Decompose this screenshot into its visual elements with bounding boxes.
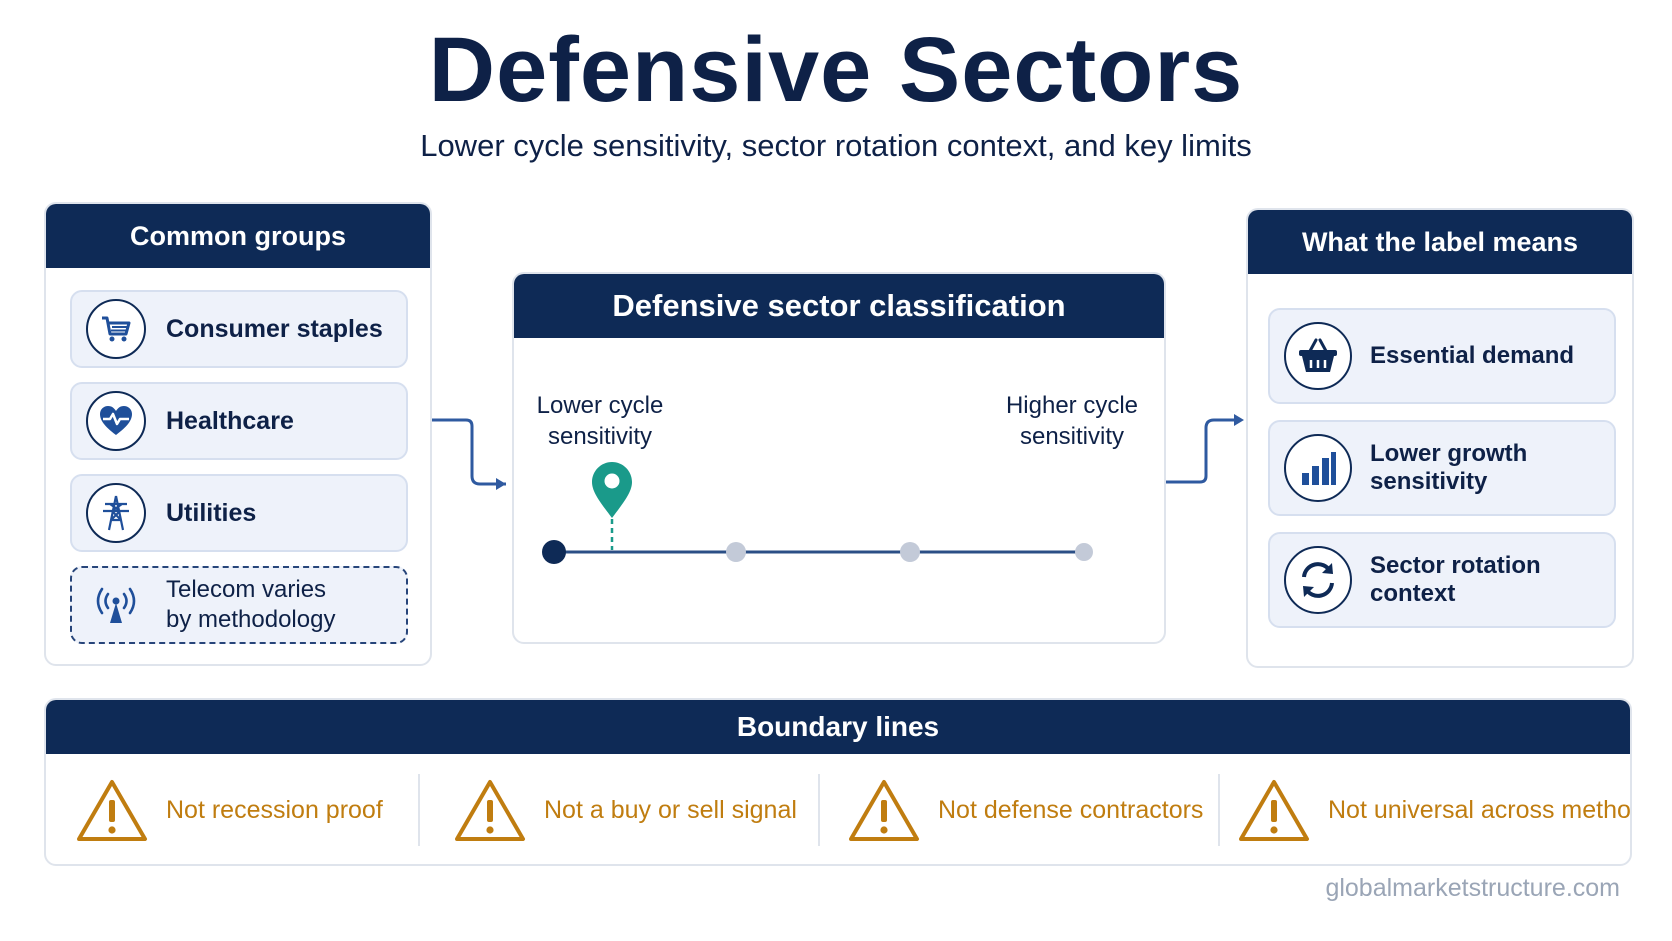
boundary-lines-panel: Boundary lines Not recession proof Not a… [44, 698, 1632, 866]
label-meaning-panel: What the label means Essential demand Lo… [1246, 208, 1634, 668]
boundary-not-recession-proof: Not recession proof [76, 754, 383, 864]
boundary-label: Not defense contractors [938, 795, 1204, 824]
warning-icon [455, 780, 525, 841]
boundary-not-defense-contractors: Not defense contractors [848, 754, 1204, 864]
scale-point [900, 542, 920, 562]
high-sensitivity-label: Higher cycle sensitivity [1005, 392, 1139, 450]
scale-point [1075, 543, 1093, 561]
group-label: Consumer staples [166, 314, 383, 343]
sensitivity-scale [542, 462, 1093, 564]
meaning-label: Lower growth sensitivity [1370, 440, 1528, 495]
label-meaning-title: What the label means [1248, 210, 1632, 274]
boundary-label: Not a buy or sell signal [544, 795, 797, 824]
divider [818, 774, 820, 846]
group-label: Telecom varies by methodology [166, 576, 336, 633]
location-pin-icon [592, 462, 632, 518]
classification-title: Defensive sector classification [514, 274, 1164, 338]
boundary-label: Not universal across methods [1328, 795, 1632, 824]
meaning-label: Sector rotation context [1370, 552, 1541, 607]
group-healthcare: Healthcare [70, 382, 408, 460]
common-groups-title: Common groups [46, 204, 430, 268]
group-label: Healthcare [166, 406, 294, 435]
boundary-lines-title: Boundary lines [46, 700, 1630, 754]
meaning-label: Essential demand [1370, 342, 1575, 369]
bar-chart-icon [1284, 434, 1352, 502]
shopping-cart-icon [86, 299, 146, 359]
group-utilities: Utilities [70, 474, 408, 552]
antenna-icon [86, 575, 146, 635]
low-sensitivity-label: Lower cycle sensitivity [536, 392, 664, 450]
boundary-not-universal: Not universal across methods [1238, 754, 1632, 864]
meaning-sector-rotation: Sector rotation context [1268, 532, 1616, 628]
scale-point-active [542, 540, 566, 564]
meaning-essential-demand: Essential demand [1268, 308, 1616, 404]
common-groups-panel: Common groups Consumer staples Healthcar… [44, 202, 432, 666]
group-telecom: Telecom varies by methodology [70, 566, 408, 644]
rotate-arrows-icon [1284, 546, 1352, 614]
power-tower-icon [86, 483, 146, 543]
warning-icon [77, 780, 147, 841]
group-consumer-staples: Consumer staples [70, 290, 408, 368]
boundary-not-buy-sell-signal: Not a buy or sell signal [454, 754, 797, 864]
footer-url: globalmarketstructure.com [1325, 874, 1620, 902]
basket-icon [1284, 322, 1352, 390]
meaning-lower-growth-sensitivity: Lower growth sensitivity [1268, 420, 1616, 516]
warning-icon [1239, 780, 1309, 841]
boundary-label: Not recession proof [166, 795, 383, 824]
divider [1218, 774, 1220, 846]
classification-panel: Defensive sector classification Lower cy… [512, 272, 1166, 644]
scale-point [726, 542, 746, 562]
heart-pulse-icon [86, 391, 146, 451]
page-title: Defensive Sectors [428, 19, 1244, 121]
warning-icon [849, 780, 919, 841]
divider [418, 774, 420, 846]
page-subtitle: Lower cycle sensitivity, sector rotation… [420, 128, 1252, 163]
group-label: Utilities [166, 498, 257, 527]
